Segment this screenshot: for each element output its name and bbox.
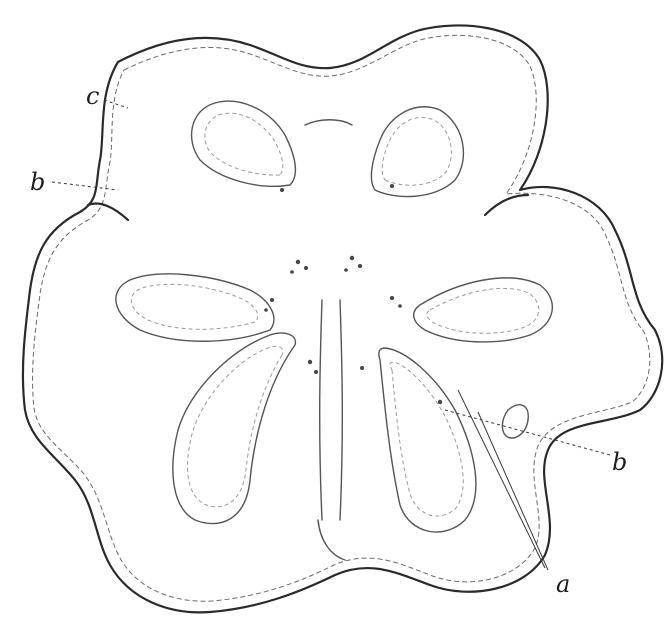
right-middle-lobe-inner [427,288,539,333]
central-column-right [340,300,342,520]
left-middle-lobe-inner [131,284,258,329]
label-b-left: b [30,168,45,196]
right-middle-lobe [414,278,553,342]
upper-left-notch [88,203,128,220]
upper-left-lobe [192,101,296,186]
lower-left-lobe-inner [188,346,284,506]
left-middle-lobe [116,274,274,341]
top-center-mark [305,120,352,125]
specimen-outline [23,25,662,612]
bottom-center-notch [318,520,345,560]
label-a: a [556,570,570,598]
upper-right-notch [485,195,528,215]
central-column-left [320,300,322,520]
leader-b-left [52,182,118,190]
label-c: c [86,82,99,110]
lower-right-lobe-inner [390,362,463,516]
upper-right-lobe-inner [382,117,451,185]
leader-a-1 [458,390,545,568]
leader-c [104,100,128,108]
lower-right-lobe [379,348,476,532]
right-small-body [502,405,528,438]
lower-left-lobe [173,333,296,524]
label-b-right: b [612,448,627,476]
upper-left-lobe-inner [205,113,283,175]
central-granules [264,184,442,404]
